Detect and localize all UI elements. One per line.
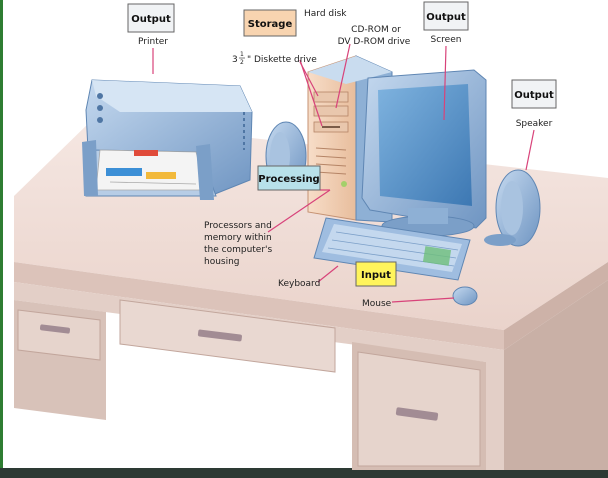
processors-label-line3: the computer's bbox=[204, 245, 273, 255]
screen-label: Screen bbox=[431, 35, 462, 45]
keyboard-label: Keyboard bbox=[278, 279, 320, 289]
input-box-text: Input bbox=[361, 270, 391, 281]
speaker-label: Speaker bbox=[516, 119, 553, 129]
cd-rom-label-line1: CD-ROM or bbox=[351, 25, 401, 35]
processing-box-text: Processing bbox=[258, 174, 319, 185]
hard-disk-label: Hard disk bbox=[304, 9, 347, 19]
leader-lines bbox=[152, 43, 535, 303]
keyboard bbox=[313, 217, 471, 281]
diskette-prefix: 3 bbox=[232, 55, 238, 65]
output-screen-box-text: Output bbox=[426, 12, 466, 23]
storage-box-text: Storage bbox=[248, 19, 293, 30]
processors-label-line1: Processors and bbox=[204, 221, 272, 231]
monitor bbox=[361, 69, 487, 237]
cd-rom-label-line2: DV D-ROM drive bbox=[338, 37, 411, 47]
processing-box: Processing bbox=[257, 165, 321, 191]
mouse-label: Mouse bbox=[362, 299, 392, 309]
diskette-label: 3 1 2 " Diskette drive bbox=[232, 51, 317, 66]
processors-label-line4: housing bbox=[204, 257, 240, 267]
output-speaker-box-text: Output bbox=[514, 90, 554, 101]
output-printer-box: Output bbox=[127, 3, 175, 33]
bottom-bar bbox=[0, 468, 608, 478]
left-border bbox=[0, 0, 3, 478]
output-speaker-box: Output bbox=[511, 79, 557, 109]
diskette-fraction-top: 1 bbox=[240, 51, 244, 58]
mouse bbox=[452, 286, 478, 306]
printer-label: Printer bbox=[138, 37, 168, 47]
printer bbox=[82, 79, 253, 200]
processors-label-line2: memory within bbox=[204, 233, 272, 243]
diskette-fraction-bottom: 2 bbox=[240, 59, 244, 66]
diskette-suffix: " Diskette drive bbox=[247, 55, 317, 65]
storage-box: Storage bbox=[243, 9, 297, 37]
output-printer-box-text: Output bbox=[131, 14, 171, 25]
right-speaker bbox=[484, 169, 541, 247]
output-screen-box: Output bbox=[423, 1, 469, 31]
input-box: Input bbox=[355, 261, 397, 287]
